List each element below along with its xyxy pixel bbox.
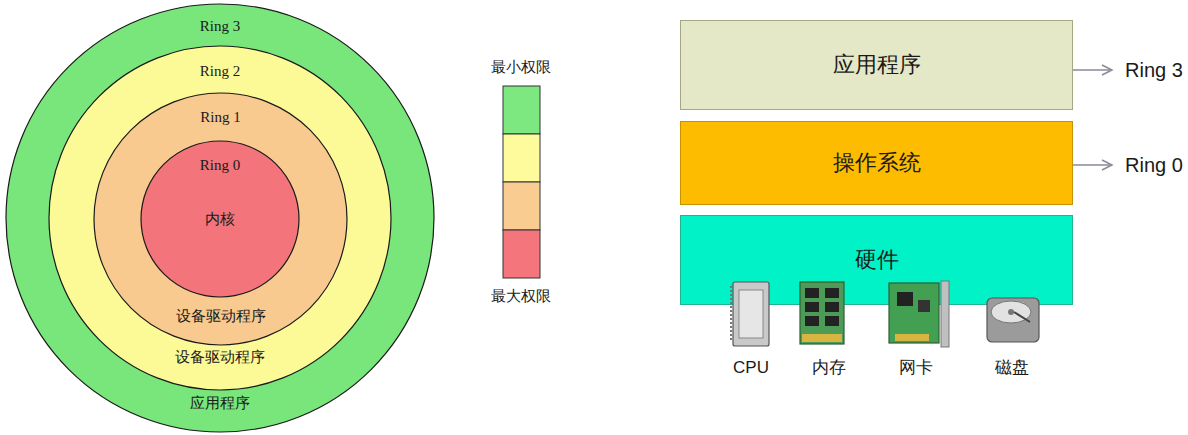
memory-chip xyxy=(825,288,839,298)
cpu-pins xyxy=(730,286,732,342)
memory-contacts xyxy=(802,334,842,342)
disk-spindle xyxy=(1008,309,1014,315)
nic-icon xyxy=(889,281,949,347)
ring-name: Ring 3 xyxy=(5,17,435,35)
disk-case xyxy=(987,298,1039,342)
disk-platter xyxy=(991,301,1031,323)
scale-segment xyxy=(503,86,540,134)
memory-chip xyxy=(805,288,819,298)
cpu-lid xyxy=(739,290,763,338)
memory-chip xyxy=(825,302,839,312)
disk-icon xyxy=(987,298,1039,342)
pointer-head xyxy=(1102,65,1112,75)
hardware-name: 网卡 xyxy=(899,358,933,378)
layer-title: 硬件 xyxy=(855,247,899,273)
ring-circle: Ring 3 应用程序 Ring 2 设备驱动程序 Ring 1 设备驱动程序 Ring 0… xyxy=(5,3,435,433)
nic-bracket xyxy=(941,281,949,347)
pointer-head xyxy=(1102,160,1112,170)
scale-segment xyxy=(503,134,540,182)
hardware-name: 内存 xyxy=(812,358,846,378)
hardware-name: CPU xyxy=(733,358,769,378)
layer-box: 操作系统 xyxy=(680,121,1073,205)
layer-box: 应用程序 xyxy=(680,20,1073,110)
memory-chip xyxy=(805,316,819,326)
ring-content: 设备驱动程序 xyxy=(48,348,392,366)
ring-ellipse xyxy=(94,93,347,345)
ring-name: Ring 2 xyxy=(48,62,392,80)
ring-content: 内核 xyxy=(140,210,300,228)
ring-ellipse xyxy=(49,46,391,390)
ring-tag: Ring 3 xyxy=(1125,58,1183,82)
ring-ellipse xyxy=(6,4,434,432)
cpu-body xyxy=(733,282,769,346)
nic-contacts xyxy=(895,334,929,341)
ring-tag: Ring 0 xyxy=(1125,153,1183,177)
layer-title: 操作系统 xyxy=(833,150,921,176)
cpu-icon xyxy=(731,282,769,346)
nic-chip xyxy=(897,292,913,306)
nic-board xyxy=(889,283,939,343)
disk-arm xyxy=(1014,312,1030,322)
scale-end-label: 最大权限 xyxy=(491,287,551,305)
memory-chip xyxy=(825,316,839,326)
ring-content: 应用程序 xyxy=(5,394,435,412)
ring-name: Ring 1 xyxy=(93,108,348,126)
hardware-name: 磁盘 xyxy=(995,358,1029,378)
memory-board xyxy=(800,282,844,344)
memory-chip xyxy=(805,302,819,312)
ring-ellipse xyxy=(141,141,299,297)
ring-circle: Ring 1 设备驱动程序 Ring 0 内核 xyxy=(93,92,348,346)
scale-segment xyxy=(503,182,540,230)
scale-segment xyxy=(503,230,540,278)
ring-circle: Ring 0 内核 xyxy=(140,140,300,298)
ring-name: Ring 0 xyxy=(140,156,300,174)
privilege-scale-bar xyxy=(503,86,540,278)
layer-title: 应用程序 xyxy=(833,52,921,78)
memory-icon xyxy=(800,282,844,344)
scale-end-label: 最小权限 xyxy=(491,58,551,76)
ring-content: 设备驱动程序 xyxy=(93,307,348,325)
ring-circle: Ring 2 设备驱动程序 Ring 1 设备驱动程序 Ring 0 内核 xyxy=(48,45,392,391)
nic-chip xyxy=(918,300,930,312)
